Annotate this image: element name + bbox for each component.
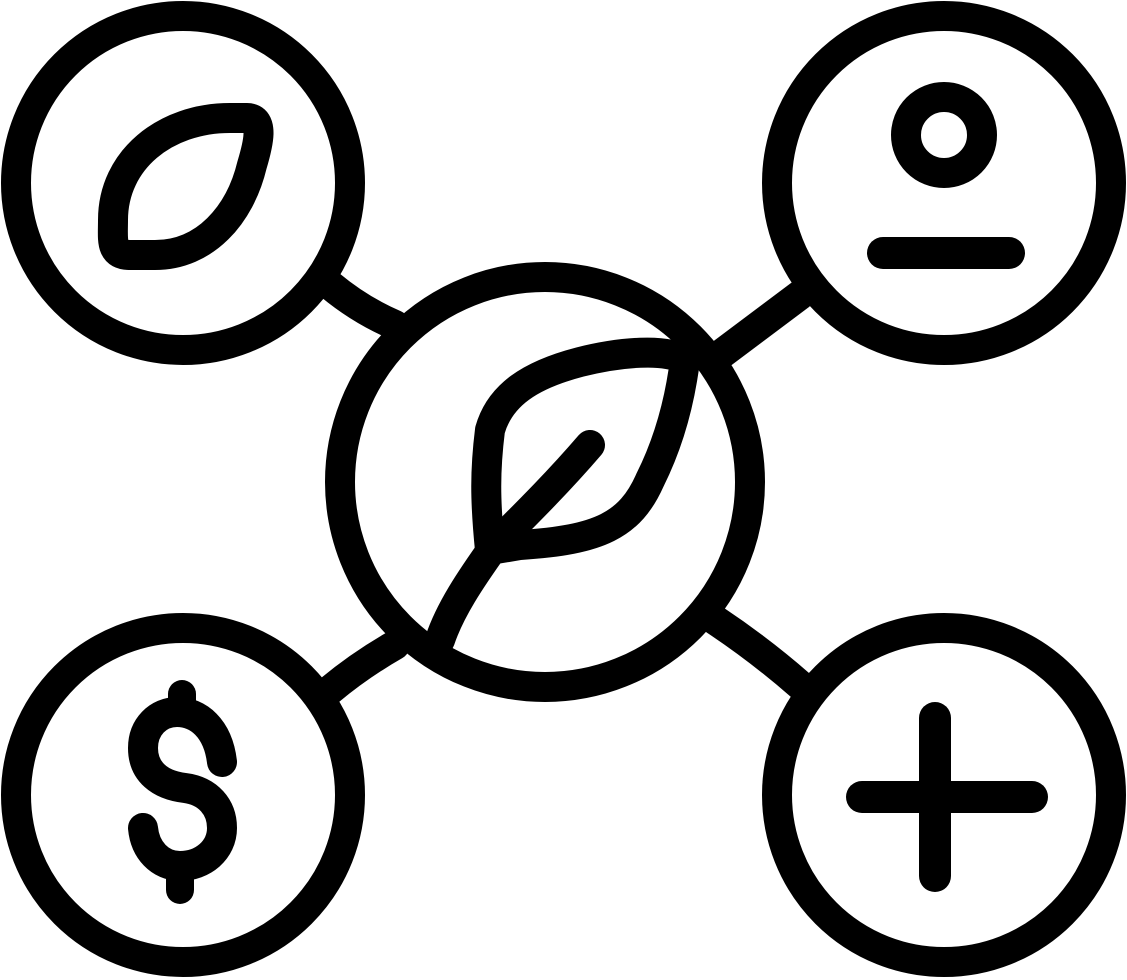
connector-top-right: [705, 280, 815, 370]
user-head: [891, 82, 997, 188]
leaf-icon: [425, 337, 700, 655]
plus-icon: [846, 702, 1048, 892]
connector-bottom-right: [700, 605, 815, 700]
node-top-right: [762, 1, 1126, 365]
node-top-right-ring: [762, 1, 1126, 365]
node-bottom-right-ring: [762, 613, 1126, 977]
minus-user-icon: [867, 82, 1025, 269]
node-bottom-left-ring: [1, 613, 365, 977]
leaf-icon: [97, 103, 274, 270]
connector-bottom-left: [315, 630, 410, 705]
connector-top-left: [315, 270, 410, 340]
node-top-left: [1, 1, 365, 365]
connectors: [315, 270, 815, 705]
node-top-left-ring: [1, 1, 365, 365]
dollar-icon: [128, 680, 237, 904]
node-bottom-left: [1, 613, 365, 977]
node-bottom-right: [762, 613, 1126, 977]
leaf-vein: [425, 430, 605, 655]
node-center-ring: [325, 262, 765, 702]
node-center: [325, 262, 765, 702]
leaf-outline: [471, 337, 700, 565]
